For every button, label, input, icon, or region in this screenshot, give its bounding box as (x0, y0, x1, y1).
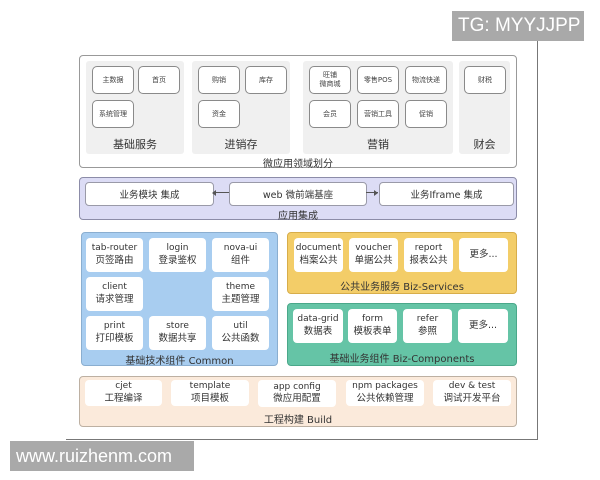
common-title: 基础技术组件 Common (125, 356, 234, 367)
frame-line-vertical (537, 41, 538, 440)
chip-home[interactable]: 首页 (138, 66, 180, 94)
chip-master-data[interactable]: 主数据 (92, 66, 134, 94)
watermark-top: TG: MYYJJPP (452, 11, 584, 41)
micro-domain-title: 微应用领域划分 (263, 159, 333, 170)
chip-membership[interactable]: 会员 (309, 100, 351, 128)
chip-system-management[interactable]: 系统管理 (92, 100, 134, 128)
arrow-left (213, 192, 229, 193)
chip-retail-pos[interactable]: 零售POS (357, 66, 399, 94)
chip-business-iframe-integration[interactable]: 业务Iframe 集成 (379, 182, 514, 206)
chip-services-more[interactable]: 更多... (459, 238, 508, 272)
chip-logistics[interactable]: 物流快递 (405, 66, 447, 94)
chip-purchase-sales[interactable]: 购销 (198, 66, 240, 94)
arrow-right (366, 192, 378, 193)
app-integration-title: 应用集成 (278, 211, 318, 222)
chip-stock[interactable]: 库存 (245, 66, 287, 94)
biz-components-title: 基础业务组件 Biz-Components (329, 354, 475, 365)
chip-business-module-integration[interactable]: 业务模块 集成 (85, 182, 214, 206)
biz-services-title: 公共业务服务 Biz-Services (340, 282, 464, 293)
frame-line-horizontal (66, 439, 538, 440)
group-title-finance: 财会 (473, 138, 496, 151)
watermark-bottom: www.ruizhenm.com (10, 441, 194, 471)
chip-funds[interactable]: 资金 (198, 100, 240, 128)
group-title-basic-services: 基础服务 (113, 138, 157, 151)
chip-wangpu-micro-mall[interactable]: 旺铺 微商城 (309, 66, 351, 94)
chip-promotion[interactable]: 促销 (405, 100, 447, 128)
arrow-right-head-icon (374, 190, 378, 196)
group-title-inventory: 进销存 (224, 138, 258, 151)
build-title: 工程构建 Build (263, 415, 333, 426)
chip-marketing-tools[interactable]: 营销工具 (357, 100, 399, 128)
group-title-marketing: 营销 (367, 138, 389, 151)
chip-components-more[interactable]: 更多... (458, 309, 508, 343)
arrow-left-head-icon (212, 190, 216, 196)
chip-web-micro-frontend-base[interactable]: web 微前端基座 (229, 182, 367, 206)
chip-tax[interactable]: 财税 (464, 66, 506, 94)
